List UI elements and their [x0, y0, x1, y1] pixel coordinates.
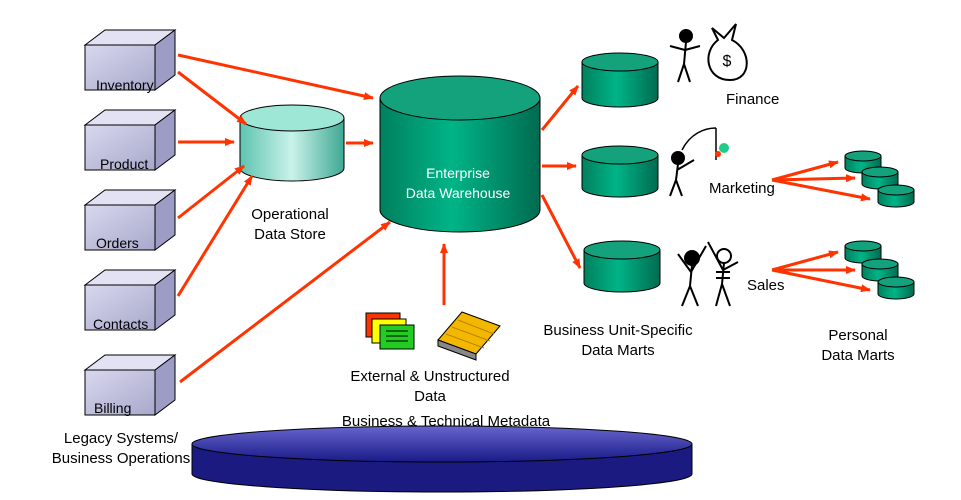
external-label-line1: External & Unstructured: [350, 368, 510, 385]
sales-figures-icon: [677, 241, 739, 307]
money-bag-icon: $: [707, 23, 748, 82]
sales-mart: [583, 240, 661, 293]
arrow-billing-edw: [179, 220, 391, 384]
metadata-platform: [191, 425, 693, 493]
legacy-caption-line1: Legacy Systems/: [63, 430, 179, 447]
bu-marts-caption-line2: Data Marts: [581, 342, 655, 359]
source-label-contacts: Contacts: [93, 316, 149, 332]
bu-marts-caption-line1: Business Unit-Specific: [543, 322, 693, 339]
flow-arrows: [176, 53, 871, 384]
external-label-line2: Data: [414, 388, 446, 405]
personal-marts-caption-line2: Data Marts: [821, 347, 895, 364]
arrow-marketing-personal-2: [771, 174, 856, 183]
source-label-inventory: Inventory: [96, 77, 154, 93]
personal-marts-marketing: [844, 150, 915, 208]
arrow-sales-personal-3: [771, 268, 871, 293]
marketing-mart: [581, 145, 659, 198]
personal-marts-sales: [844, 240, 915, 300]
arrow-inventory-ods: [177, 70, 247, 126]
mart-label-finance: Finance: [726, 91, 780, 108]
svg-text:$: $: [723, 53, 732, 70]
ods-label-line1: Operational: [251, 206, 329, 223]
edw-label-line1: Enterprise: [426, 165, 490, 181]
arrow-edw-finance: [540, 85, 580, 131]
personal-marts-caption-line1: Personal: [828, 327, 888, 344]
documents-icon: [365, 312, 415, 350]
arrow-inventory-edw: [177, 53, 374, 100]
edw-cylinder: [379, 75, 541, 233]
finance-mart: [581, 52, 659, 108]
source-label-orders: Orders: [96, 235, 139, 251]
legacy-cubes: [83, 29, 177, 416]
arrow-contacts-ods: [176, 175, 254, 297]
mart-label-marketing: Marketing: [709, 180, 775, 197]
source-label-billing: Billing: [94, 400, 132, 416]
cube-product: [83, 109, 177, 171]
data-mart-cylinders: [581, 52, 661, 293]
legacy-caption-line2: Business Operations: [51, 450, 191, 467]
notebook-icon: [437, 311, 501, 361]
arrow-marketing-personal-3: [771, 178, 871, 202]
finance-figure-icon: [669, 29, 701, 83]
ods-label-line2: Data Store: [254, 226, 326, 243]
cube-contacts: [83, 269, 177, 331]
mart-label-sales: Sales: [747, 277, 785, 294]
cube-inventory: [83, 29, 177, 91]
source-label-product: Product: [100, 156, 149, 172]
target-splash-icon: [715, 143, 729, 157]
arrow-sales-personal-1: [771, 250, 839, 272]
marketing-figure-icon: [669, 127, 717, 197]
ods-cylinder: [239, 104, 345, 182]
cube-billing: [83, 354, 177, 416]
cube-orders: [83, 189, 177, 251]
edw-label-line2: Data Warehouse: [405, 185, 511, 201]
arrow-orders-ods: [177, 164, 245, 220]
arrow-marketing-personal-1: [771, 160, 839, 182]
arrow-edw-sales: [540, 194, 582, 269]
metadata-label: Business & Technical Metadata: [341, 413, 551, 430]
